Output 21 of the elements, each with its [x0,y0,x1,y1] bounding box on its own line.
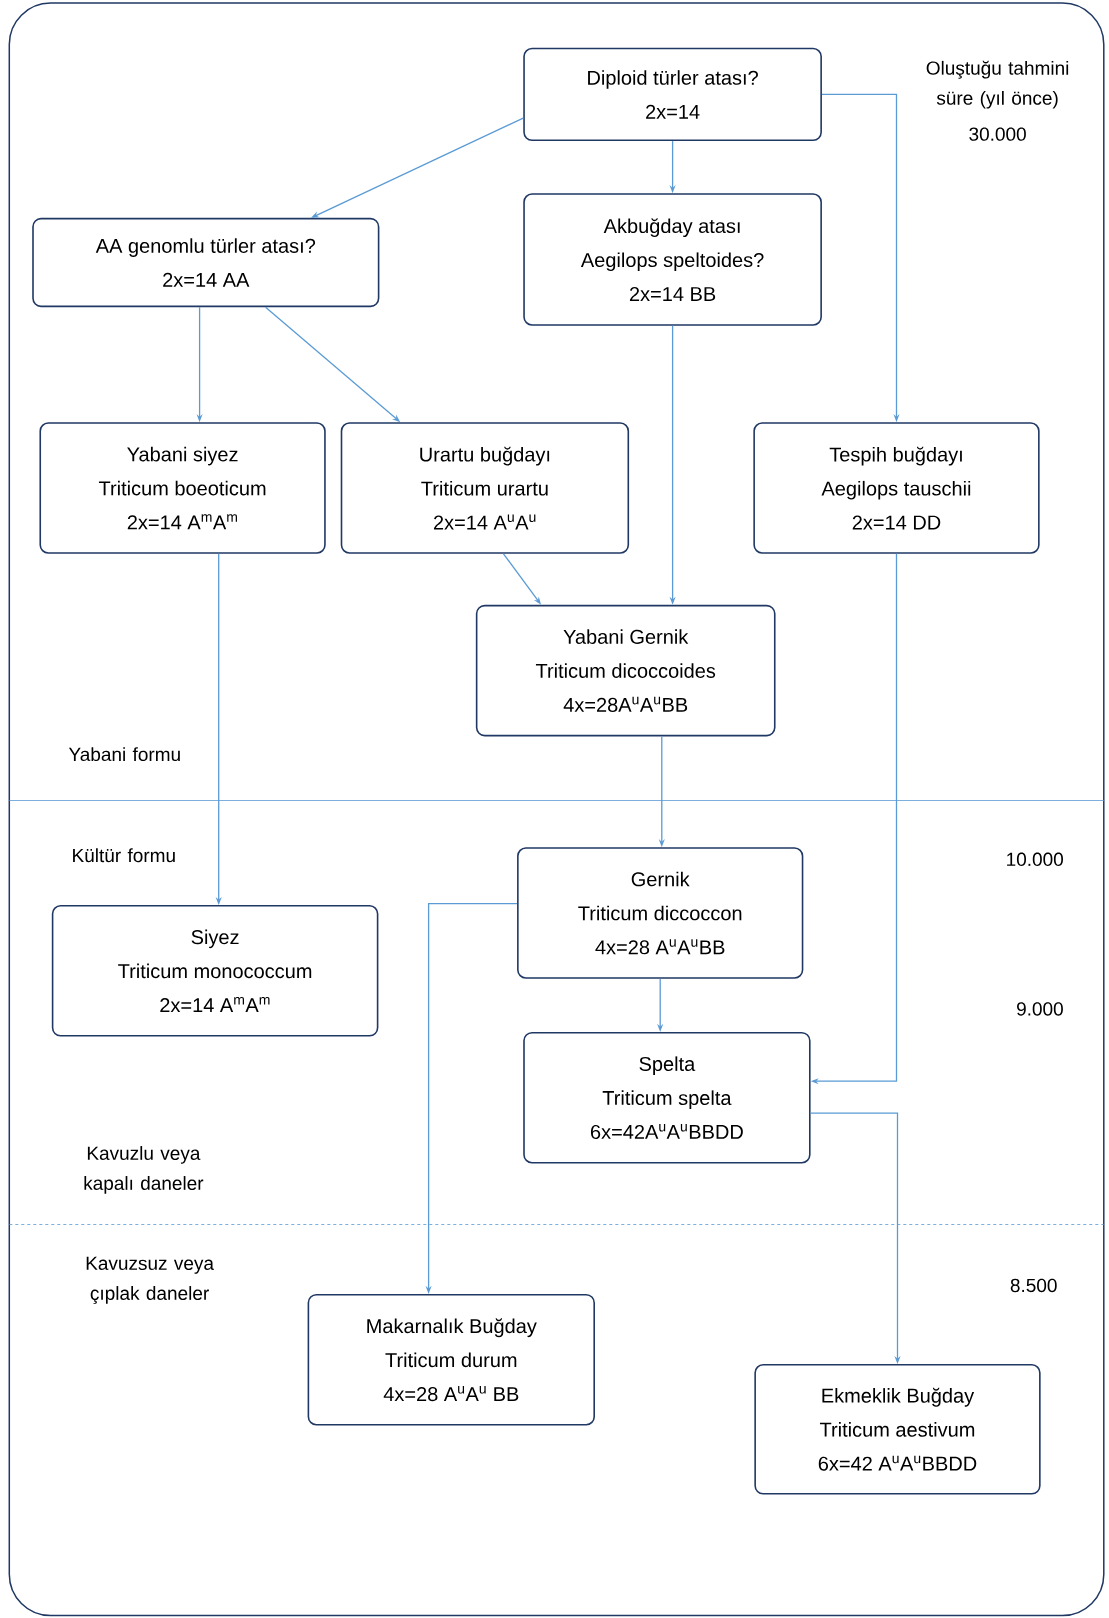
note-label: 30.000 [969,127,1026,141]
taxon-box: Akbuğday atası Aegilops speltoides? 2x=14 BB [523,193,822,326]
taxon-box: Urartu buğdayı Triticum urartu 2x=14 A$^{u}$A$^{u}$ [340,422,630,554]
taxon-box: Yabani siyez Triticum boeoticum 2x=14 A$^{m}$A$^{m}$ [39,422,326,554]
note-label: Kavuzlu veya kapalı daneler [84,1146,204,1194]
taxon-box: Diploid türler atası? 2x=14 [523,47,822,142]
taxon-box: Siyez Triticum monococcum 2x=14 A$^{m}$A$^{m}$ [51,905,379,1037]
note-label: Yabani formu [68,747,180,762]
note-label: Kültür formu [73,848,175,863]
taxon-box: Tespih buğdayı Aegilops tauschii 2x=14 DD [753,422,1040,554]
taxon-box: Makarnalık Buğday Triticum durum 4x=28 A$^{u}$A$^{u}$ BB [307,1293,595,1426]
note-label: 9.000 [1017,1002,1063,1016]
note-label: 8.500 [1010,1278,1057,1293]
note-label: Kavuzsuz veya çıplak daneler [86,1256,214,1304]
taxon-box: AA genomlu türler atası? 2x=14 AA [32,217,380,308]
taxon-box: Yabani Gernik Triticum dicoccoides 4x=28A$^{u}$A$^{u}$BB [475,604,776,737]
taxon-box: Ekmeklik Buğday Triticum aestivum 6x=42 A$^{u}$A$^{u}$BBDD [754,1364,1041,1495]
taxon-box: Spelta Triticum spelta 6x=42A$^{u}$A$^{u}$BBDD [523,1031,811,1164]
note-label: Oluştuğu tahmini süre (yıl önce) [926,60,1069,109]
note-label: 10.000 [1007,852,1063,867]
taxon-box: Gernik Triticum diccoccon 4x=28 A$^{u}$A$^{u}$BB [517,847,804,979]
